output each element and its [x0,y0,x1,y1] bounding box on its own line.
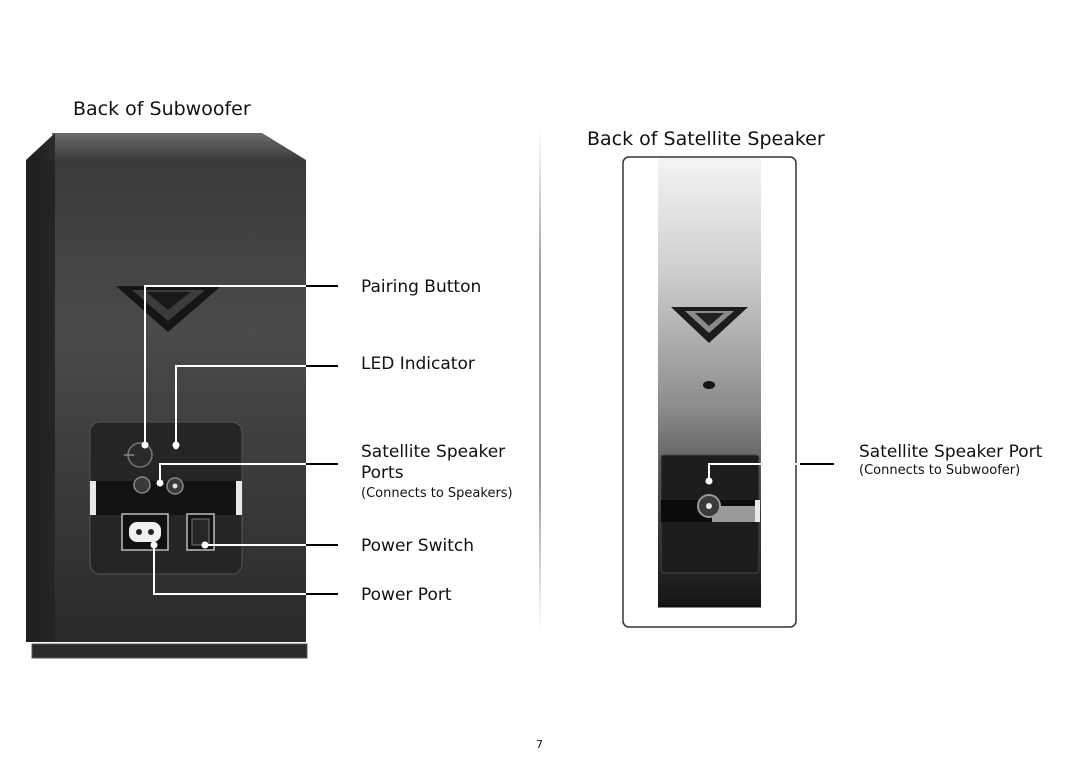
speaker-ports-note: (Connects to Speakers) [361,486,513,501]
speaker-ports-label-line1: Satellite Speaker [361,442,506,462]
satellite-mount-hole [703,381,715,389]
subwoofer-illustration [26,133,308,659]
speaker-ports-label-line2: Ports [361,463,404,483]
subwoofer-leader-lines-black [306,285,338,595]
subwoofer-leader-lines-white [144,285,306,595]
satellite-heading: Back of Satellite Speaker [587,128,825,150]
satellite-v-logo [671,307,748,343]
satellite-speaker-illustration [622,156,797,628]
page-number: 7 [536,738,543,751]
speaker-port-jack [133,476,151,494]
subwoofer-heading: Back of Subwoofer [73,98,251,120]
speaker-ports-band [90,481,242,515]
center-divider [539,128,541,632]
satellite-port-label: Satellite Speaker Port [859,442,1043,462]
pairing-button-label: Pairing Button [361,277,482,297]
led-indicator-label: LED Indicator [361,354,475,374]
subwoofer-top-face [52,133,306,160]
power-port-label: Power Port [361,585,452,605]
satellite-leader-white [708,463,800,480]
satellite-port-note: (Connects to Subwoofer) [859,463,1021,478]
vizio-v-logo [116,286,221,332]
subwoofer-base [31,643,308,659]
power-switch-label: Power Switch [361,536,475,556]
